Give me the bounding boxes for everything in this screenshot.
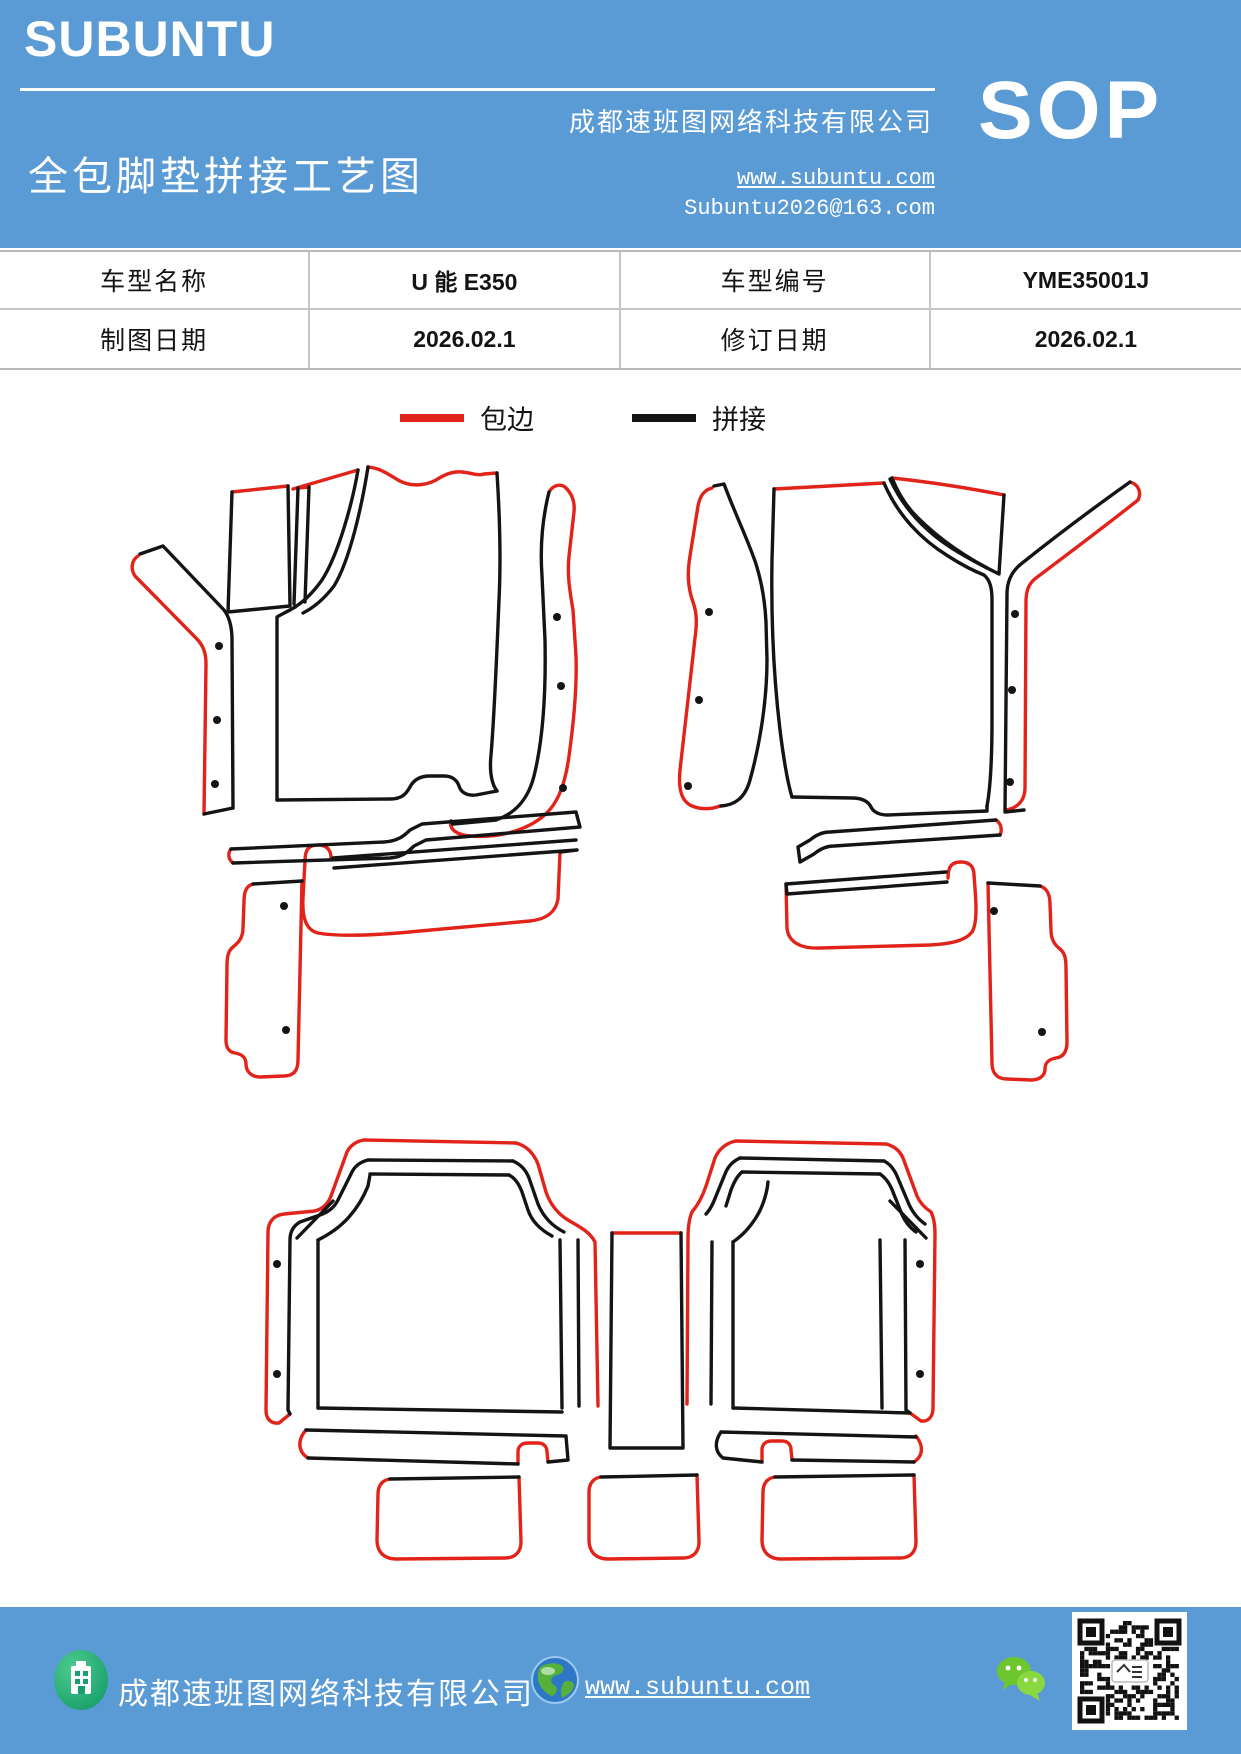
front-left-mat-outline (130, 465, 582, 1079)
vehicle-name-label: 车型名称 (0, 252, 311, 310)
page-title: 全包脚垫拼接工艺图 (28, 154, 424, 199)
header-divider (20, 88, 935, 91)
revise-date-label: 修订日期 (621, 310, 931, 368)
draw-date-label: 制图日期 (0, 310, 311, 368)
qr-code (1072, 1612, 1187, 1730)
wechat-icon (997, 1657, 1045, 1701)
legend-splicing: 拼接 (632, 398, 766, 437)
binding-line-swatch (400, 413, 464, 422)
rear-right-mat-outline (685, 1139, 937, 1561)
rear-left-mat-outline (264, 1138, 600, 1561)
front-right-mat-outline (677, 476, 1142, 1082)
header-company-name: 成都速班图网络科技有限公司 (568, 108, 933, 137)
header-email: Subuntu2026@163.com (684, 196, 935, 221)
splicing-line-swatch (632, 413, 696, 422)
revise-date-value: 2026.02.1 (1034, 325, 1138, 352)
vehicle-name-value: U 能 E350 (310, 252, 621, 310)
building-icon (54, 1650, 108, 1710)
vehicle-info-table: 车型名称 U 能 E350 车型编号 YME35001J 制图日期 2026.0… (0, 250, 1241, 370)
footer-website-link[interactable]: www.subuntu.com (585, 1673, 811, 1702)
vehicle-code-label: 车型编号 (620, 252, 931, 310)
globe-icon (531, 1656, 579, 1704)
binding-label: 包边 (480, 405, 534, 435)
header-website-link[interactable]: www.subuntu.com (736, 166, 935, 191)
sop-badge: SOP (978, 65, 1164, 156)
rear-center-tunnel-outline (587, 1231, 701, 1561)
header: SUBUNTU 全包脚垫拼接工艺图 成都速班图网络科技有限公司 www.subu… (0, 0, 1241, 248)
splicing-label: 拼接 (712, 405, 766, 435)
footer-company-name: 成都速班图网络科技有限公司 (118, 1678, 534, 1711)
brand-logo: SUBUNTU (24, 11, 276, 67)
footer: 成都速班图网络科技有限公司 www.subuntu.com (0, 1607, 1241, 1754)
legend-binding: 包边 (400, 398, 534, 437)
vehicle-code-value: YME35001J (930, 252, 1241, 310)
draw-date-value: 2026.02.1 (310, 310, 621, 368)
